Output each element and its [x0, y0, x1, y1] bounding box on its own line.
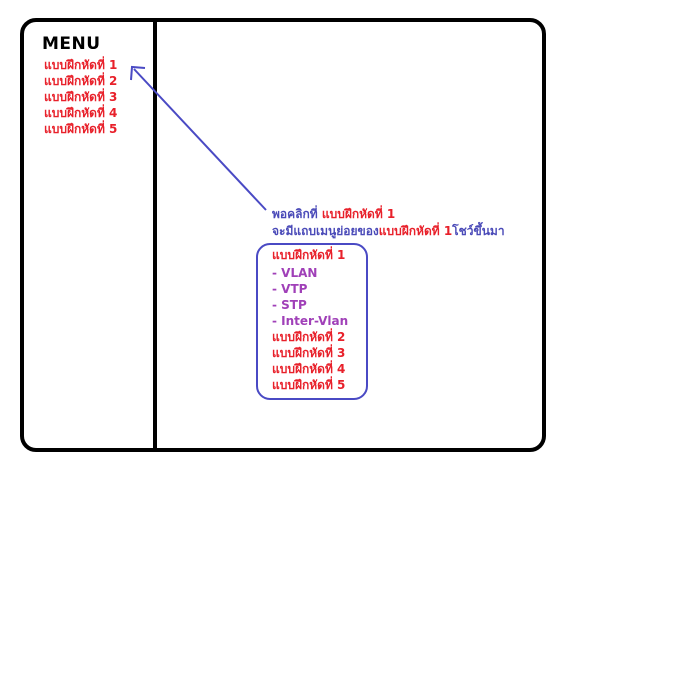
annotation-line-1: พอคลิกที่ แบบฝึกหัดที่ 1: [272, 206, 395, 222]
submenu-box: [256, 243, 368, 400]
menu-list: แบบฝึกหัดที่ 1 แบบฝึกหัดที่ 2 แบบฝึกหัดท…: [44, 57, 117, 137]
submenu-item-exercise-5[interactable]: แบบฝึกหัดที่ 5: [272, 378, 346, 392]
submenu-item-exercise-3[interactable]: แบบฝึกหัดที่ 3: [272, 346, 346, 360]
menu-title: MENU: [42, 34, 101, 54]
arrow-head-icon: [130, 65, 146, 81]
annotation-line-2: จะมีแถบเมนูย่อยของแบบฝึกหัดที่ 1โชว์ขึ้น…: [272, 223, 505, 239]
submenu-sub-item-vtp[interactable]: - VTP: [272, 282, 308, 296]
submenu-expanded-exercise-1[interactable]: แบบฝึกหัดที่ 1: [272, 248, 346, 262]
submenu-item-exercise-4[interactable]: แบบฝึกหัดที่ 4: [272, 362, 346, 376]
sidebar-divider: [153, 18, 157, 452]
menu-item-exercise-2[interactable]: แบบฝึกหัดที่ 2: [44, 74, 118, 88]
submenu-sub-item-stp[interactable]: - STP: [272, 298, 307, 312]
menu-item-exercise-3[interactable]: แบบฝึกหัดที่ 3: [44, 90, 118, 104]
submenu-sub-item-vlan[interactable]: - VLAN: [272, 266, 318, 280]
menu-item-exercise-5[interactable]: แบบฝึกหัดที่ 5: [44, 122, 118, 136]
menu-item-exercise-4[interactable]: แบบฝึกหัดที่ 4: [44, 106, 118, 120]
annotation-line-1-prefix: พอคลิกที่: [272, 207, 322, 221]
annotation-line-2-suffix: โชว์ขึ้นมา: [452, 224, 505, 238]
submenu-item-exercise-2[interactable]: แบบฝึกหัดที่ 2: [272, 330, 346, 344]
annotation-line-2-highlight: แบบฝึกหัดที่ 1: [378, 224, 453, 238]
window-frame: [20, 18, 546, 452]
submenu-sub-item-inter-vlan[interactable]: - Inter-Vlan: [272, 314, 349, 328]
submenu-list: แบบฝึกหัดที่ 1 - VLAN - VTP - STP - Inte…: [272, 247, 348, 393]
arrow-line: [133, 68, 267, 211]
annotation-line-1-highlight: แบบฝึกหัดที่ 1: [321, 207, 396, 221]
menu-item-exercise-1[interactable]: แบบฝึกหัดที่ 1: [44, 58, 118, 72]
annotation-line-2-prefix: จะมีแถบเมนูย่อยของ: [272, 224, 379, 238]
